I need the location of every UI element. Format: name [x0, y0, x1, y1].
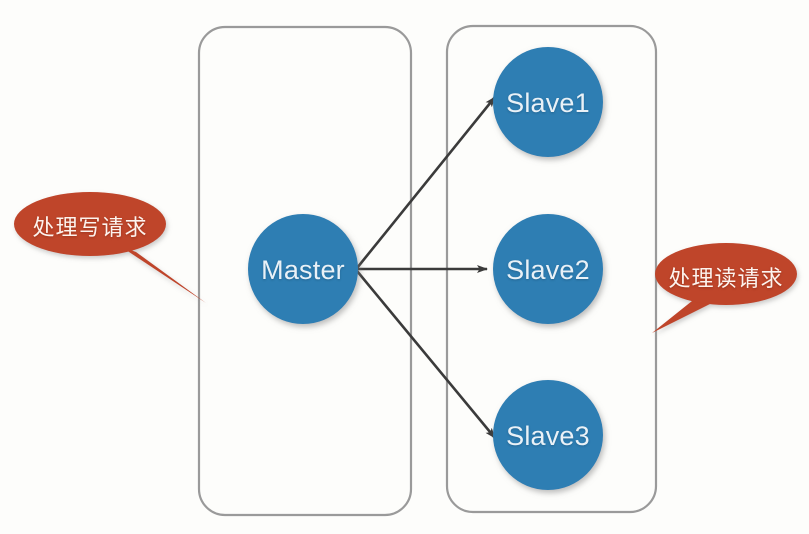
arrow-master-to-slave1: [355, 96, 497, 269]
node-slave2[interactable]: [493, 214, 603, 324]
callout-read[interactable]: [652, 243, 797, 333]
callout-write-bubble: [14, 192, 166, 256]
callout-write[interactable]: [14, 192, 206, 303]
callout-write-tail: [120, 246, 206, 303]
node-slave1[interactable]: [493, 47, 603, 157]
arrow-group: [355, 96, 497, 439]
container-master-group: [197, 25, 413, 517]
node-master[interactable]: [248, 214, 358, 324]
node-group: [248, 47, 603, 490]
callout-read-bubble: [655, 243, 797, 305]
arrow-master-to-slave3: [355, 270, 497, 439]
node-slave3[interactable]: [493, 380, 603, 490]
callout-read-tail: [652, 297, 712, 333]
